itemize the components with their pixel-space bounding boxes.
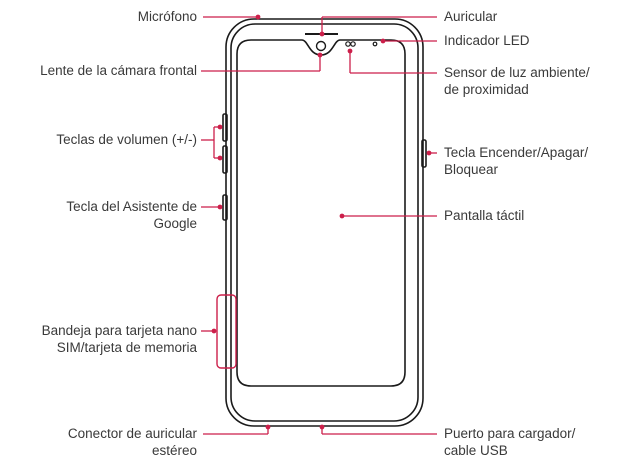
dot-pantalla xyxy=(339,213,345,219)
phone-bezel-outline xyxy=(230,23,419,422)
label-puerto-cargador: Puerto para cargador/ cable USB xyxy=(444,426,576,458)
dot-puerto xyxy=(319,424,325,430)
dot-conector xyxy=(265,424,271,430)
led-indicator-dot xyxy=(372,41,378,47)
dot-volumen-down xyxy=(217,155,223,161)
dot-bandeja xyxy=(211,328,217,334)
dot-volumen-up xyxy=(217,124,223,130)
dot-sensor xyxy=(347,48,353,54)
dot-microfono xyxy=(255,14,261,20)
proximity-sensor-left xyxy=(345,41,351,47)
proximity-sensor-right xyxy=(350,41,356,47)
assistant-key xyxy=(222,194,228,221)
phone-body-outline xyxy=(225,18,424,427)
label-tecla-asistente: Tecla del Asistente de Google xyxy=(66,199,197,231)
screen-outline xyxy=(236,39,406,387)
label-pantalla-tactil: Pantalla táctil xyxy=(444,208,525,223)
label-indicador-led: Indicador LED xyxy=(444,33,530,48)
label-tecla-encender: Tecla Encender/Apagar/ Bloquear xyxy=(444,145,589,177)
power-key xyxy=(421,139,427,168)
dot-lente xyxy=(317,52,323,58)
dot-led xyxy=(380,38,386,44)
label-conector-auricular: Conector de auricular estéreo xyxy=(67,426,197,458)
dot-encender xyxy=(426,150,432,156)
label-auricular: Auricular xyxy=(444,9,498,24)
dot-auricular xyxy=(319,31,325,37)
label-microfono: Micrófono xyxy=(137,9,197,24)
label-sensor-luz: Sensor de luz ambiente/ de proximidad xyxy=(444,65,590,97)
label-lente-camara-frontal: Lente de la cámara frontal xyxy=(40,63,197,78)
volume-down-key xyxy=(222,145,228,174)
label-bandeja-tarjeta: Bandeja para tarjeta nano SIM/tarjeta de… xyxy=(41,323,197,355)
label-teclas-volumen: Teclas de volumen (+/-) xyxy=(56,132,197,147)
dot-asistente xyxy=(217,204,223,210)
sim-tray-highlight xyxy=(216,294,237,369)
front-camera-lens xyxy=(315,40,327,52)
volume-up-key xyxy=(222,113,228,142)
